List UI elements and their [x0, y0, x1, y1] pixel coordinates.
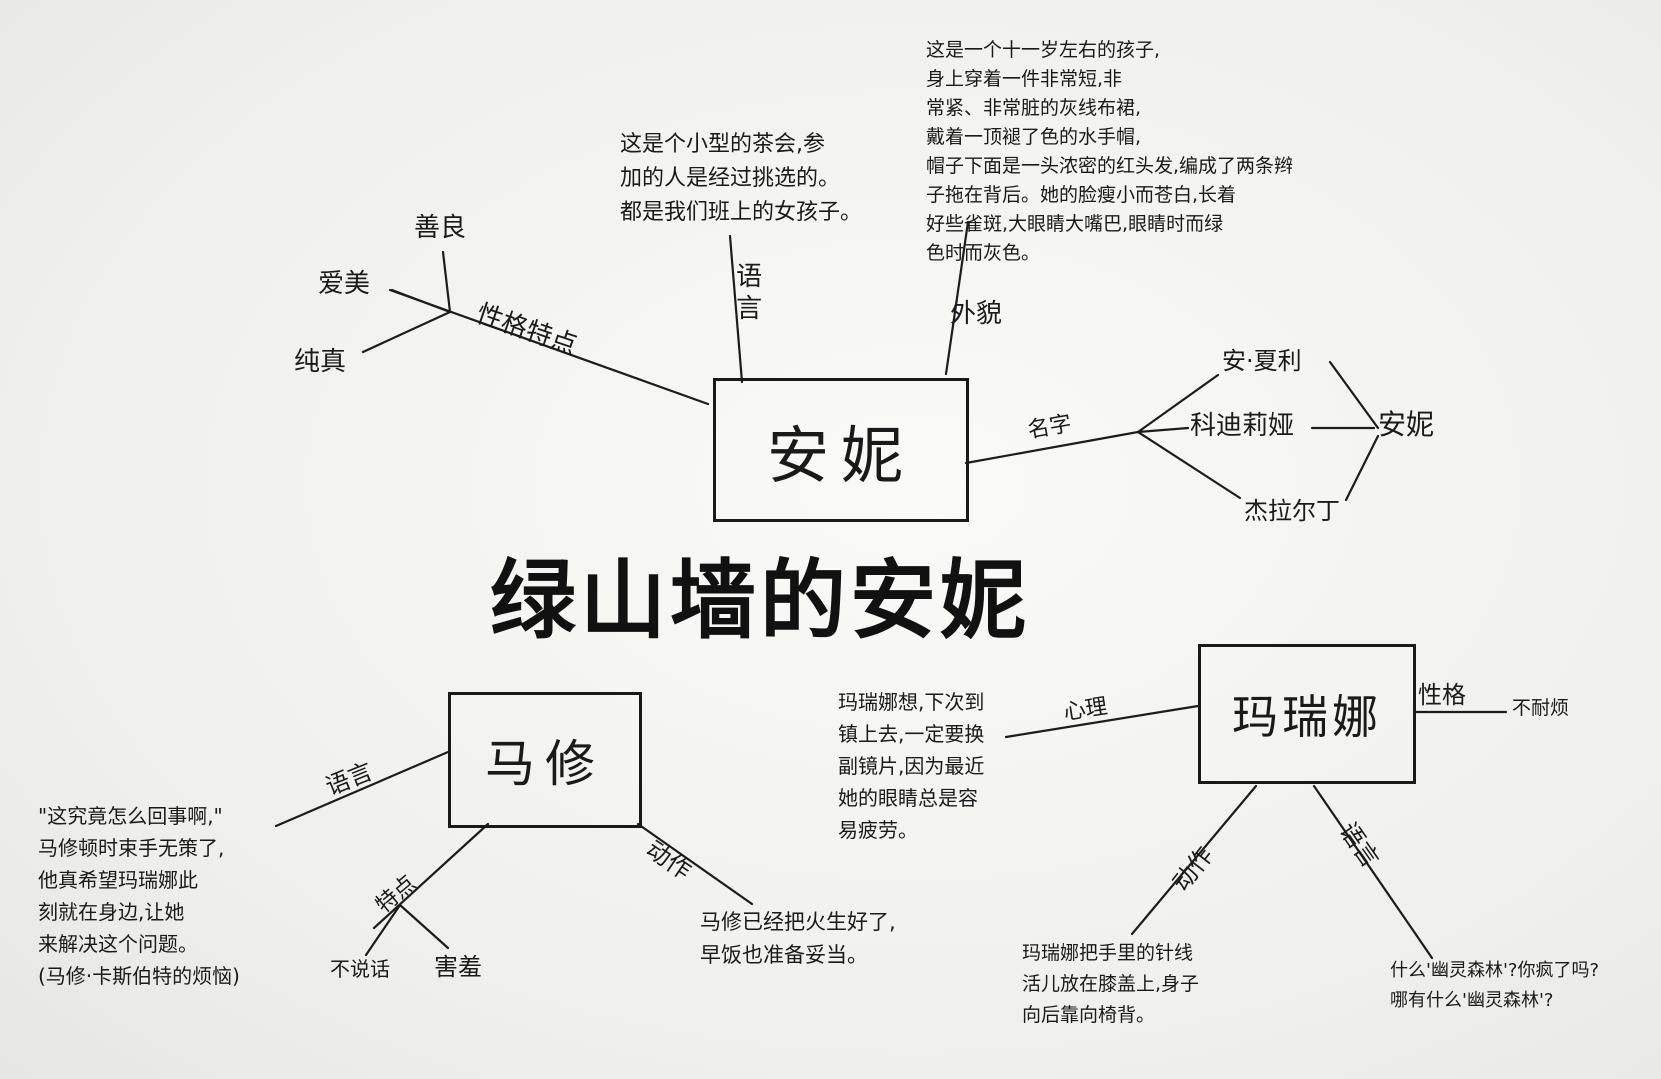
label-anne-speech: 语言 [731, 262, 762, 326]
marilla-psych-text: 玛瑞娜想,下次到 镇上去,一定要换 副镜片,因为最近 她的眼睛总是容 易疲劳。 [838, 690, 985, 842]
line-name-1 [1136, 373, 1220, 434]
name-option-1: 安·夏利 [1222, 347, 1302, 375]
name-option-3: 杰拉尔丁 [1244, 497, 1340, 525]
anne-speech-text: 这是个小型的茶会,参 加的人是经过挑选的。 都是我们班上的女孩子。 [620, 132, 863, 225]
anne-appearance-text: 这是一个十一岁左右的孩子, 身上穿着一件非常短,非 常紧、非常脏的灰线布裙, 戴… [926, 39, 1294, 264]
line-name-merge-1 [1328, 360, 1380, 430]
line-anne-appearance [944, 220, 970, 376]
page-title: 绿山墙的安妮 [490, 551, 1030, 651]
line-trait-beauty [390, 288, 452, 314]
line-matthew-trait [372, 822, 490, 930]
trait-kind: 善良 [414, 213, 467, 243]
trait-innocent: 纯真 [294, 347, 347, 377]
line-marilla-action [1130, 784, 1258, 936]
trait-beauty: 爱美 [318, 269, 371, 299]
line-anne-speech [728, 234, 744, 384]
marilla-action-text: 玛瑞娜把手里的针线 活儿放在膝盖上,身子 向后靠向椅背。 [1022, 942, 1200, 1026]
label-anne-appearance: 外貌 [950, 299, 1003, 329]
matthew-trait-quiet: 不说话 [330, 957, 390, 981]
line-trait-shy [398, 903, 450, 950]
line-name-3 [1136, 430, 1242, 500]
matthew-trait-shy: 害羞 [434, 953, 482, 981]
marilla-personality-value: 不耐烦 [1512, 697, 1570, 719]
node-marilla: 玛瑞娜 [1198, 644, 1416, 784]
line-trait-kind [441, 250, 452, 314]
node-matthew: 马修 [448, 692, 642, 828]
line-trait-quiet [364, 903, 402, 957]
line-name-merge-3 [1344, 434, 1380, 502]
line-trait-innocent [361, 310, 452, 354]
matthew-action-text: 马修已经把火生好了, 早饭也准备妥当。 [700, 910, 896, 967]
line-marilla-psych [1004, 704, 1200, 739]
name-option-2: 科迪莉娅 [1190, 411, 1295, 441]
line-matthew-action [636, 822, 754, 906]
line-anne-name [964, 430, 1140, 465]
matthew-speech-text: "这究竟怎么回事啊," 马修顿时束手无策了, 他真希望玛瑞娜此 刻就在身边,让她… [38, 804, 240, 988]
line-marilla-speech [1312, 784, 1434, 960]
marilla-speech-text: 什么'幽灵森林'?你疯了吗? 哪有什么'幽灵森林'? [1390, 960, 1600, 1011]
line-matthew-speech [274, 750, 450, 828]
label-marilla-personality: 性格 [1418, 681, 1466, 709]
line-name-2 [1136, 426, 1190, 434]
name-result: 安妮 [1378, 408, 1435, 441]
node-anne: 安妮 [713, 378, 969, 522]
